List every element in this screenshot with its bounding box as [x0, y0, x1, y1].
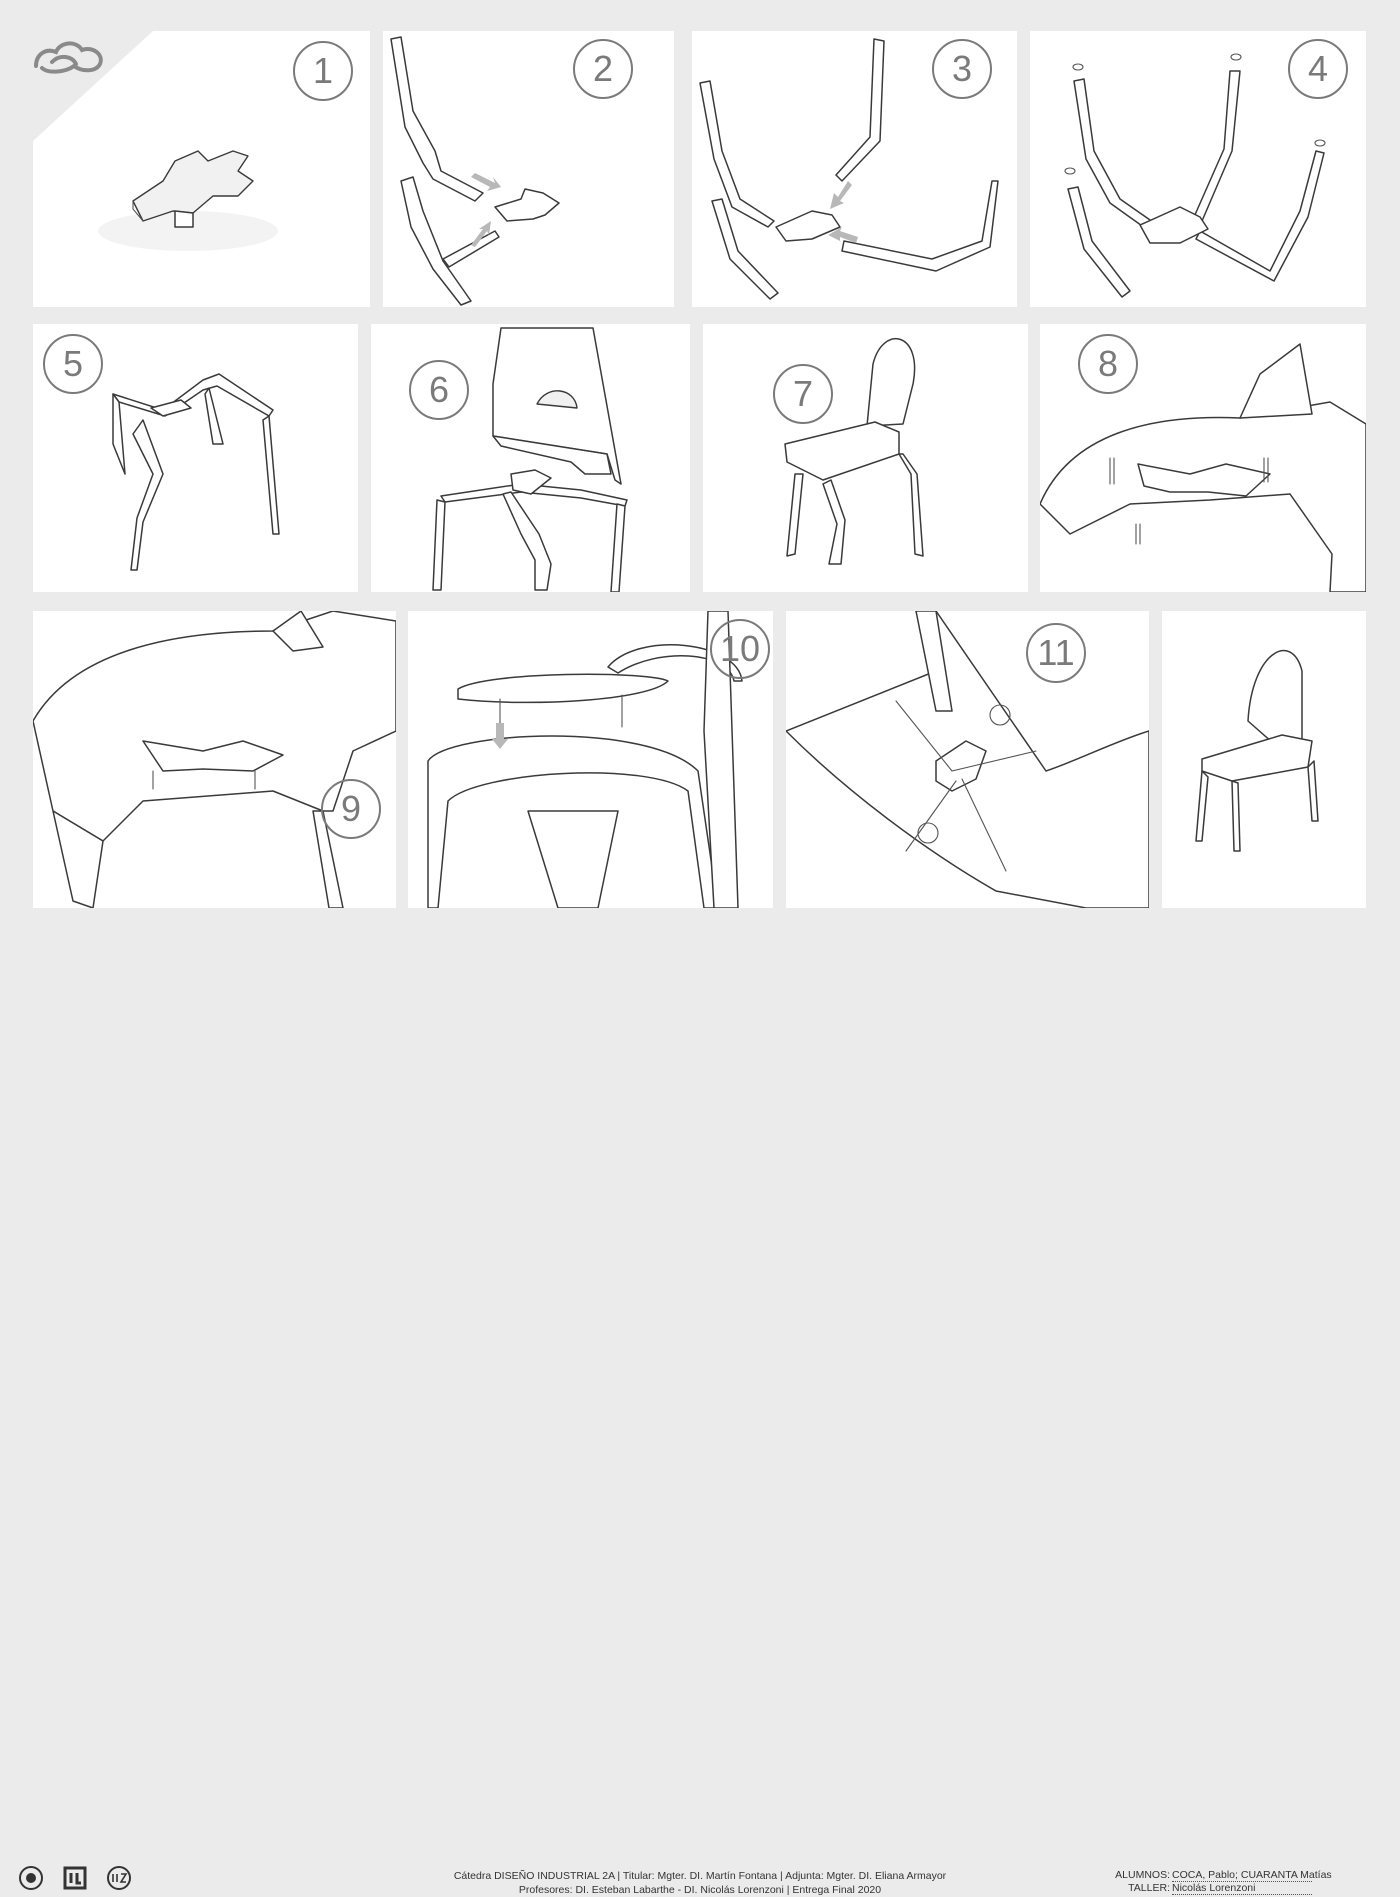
step-panel-5: 5 — [33, 324, 358, 592]
brand-logo-icon — [30, 36, 108, 76]
students-value: COCA, Pablo; CUARANTA Matías — [1172, 1869, 1312, 1882]
step-number-6: 6 — [409, 360, 469, 420]
final-fixing-illustration — [786, 611, 1149, 908]
seat-assembly-illustration — [703, 324, 1028, 592]
students-block: ALUMNOS:COCA, Pablo; CUARANTA Matías TAL… — [1098, 1869, 1312, 1895]
step-panel-2: 2 — [383, 31, 674, 307]
step-number-5: 5 — [43, 334, 103, 394]
step-number-2: 2 — [573, 39, 633, 99]
students-label: ALUMNOS: — [1098, 1869, 1170, 1881]
faculty-logo-icon — [62, 1865, 88, 1891]
step-number-1: 1 — [293, 41, 353, 101]
workshop-label: TALLER: — [1098, 1882, 1170, 1894]
step-panel-10: 10 — [408, 611, 773, 908]
step-panel-final — [1162, 611, 1366, 908]
footer: Cátedra DISEÑO INDUSTRIAL 2A | Titular: … — [0, 925, 1400, 990]
diz-logo-icon — [106, 1865, 132, 1891]
step-number-9: 9 — [321, 779, 381, 839]
step-panel-3: 3 — [692, 31, 1017, 307]
workshop-value: Nicolás Lorenzoni — [1172, 1882, 1312, 1895]
step-number-8: 8 — [1078, 334, 1138, 394]
underside-fixing-illustration — [33, 611, 396, 908]
step-number-7: 7 — [773, 364, 833, 424]
university-seal-icon — [18, 1865, 44, 1891]
finished-chair-illustration — [1162, 611, 1366, 908]
credits-line-2: Profesores: DI. Esteban Labarthe - DI. N… — [420, 1883, 980, 1897]
step-number-11: 11 — [1026, 623, 1086, 683]
step-panel-9: 9 — [33, 611, 396, 908]
step-panel-4: 4 — [1030, 31, 1366, 307]
step-panel-7: 7 — [703, 324, 1028, 592]
step-panel-8: 8 — [1040, 324, 1366, 592]
credits-line-1: Cátedra DISEÑO INDUSTRIAL 2A | Titular: … — [420, 1869, 980, 1883]
course-credits: Cátedra DISEÑO INDUSTRIAL 2A | Titular: … — [420, 1869, 980, 1897]
step-panel-11: 11 — [786, 611, 1149, 908]
step-number-3: 3 — [932, 39, 992, 99]
step-number-10: 10 — [710, 619, 770, 679]
step-number-4: 4 — [1288, 39, 1348, 99]
step-panel-6: 6 — [371, 324, 690, 592]
